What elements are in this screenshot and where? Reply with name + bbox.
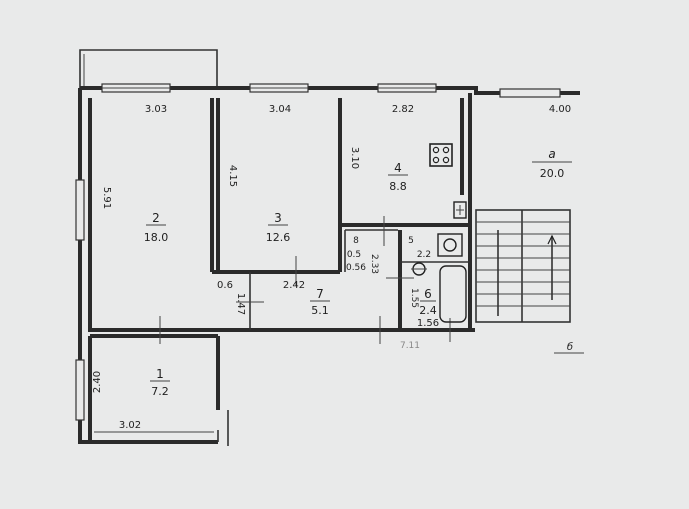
room-2-number: 2 <box>152 211 160 225</box>
dim-toilet-depth: 0.56 <box>346 263 366 273</box>
room-7-number: 7 <box>316 287 324 301</box>
room-6-number: 6 <box>424 287 432 301</box>
windows <box>75 83 561 421</box>
dim-corridor-a: 0.6 <box>217 280 233 291</box>
interior-walls <box>88 98 470 442</box>
dim-bath-width: 1.56 <box>417 318 439 329</box>
dim-room2-width: 3.03 <box>145 104 167 115</box>
room-8-area: 0.5 <box>347 250 361 260</box>
room-4-area: 8.8 <box>389 180 407 193</box>
balcony <box>79 49 218 88</box>
dim-room1-depth: 2.40 <box>92 371 103 393</box>
toilet-icon <box>411 262 427 276</box>
room-2-area: 18.0 <box>144 231 169 244</box>
washbasin-icon <box>437 233 463 257</box>
dim-corridor-c: 1.47 <box>235 293 246 315</box>
dim-room3-width: 3.04 <box>269 104 291 115</box>
room-7-area: 5.1 <box>311 304 329 317</box>
room-1-area: 7.2 <box>151 385 169 398</box>
stair-mark: б <box>567 341 573 353</box>
door-marks <box>159 216 451 344</box>
room-3-number: 3 <box>274 211 282 225</box>
dim-bath-depth: 1.55 <box>409 288 419 308</box>
blurred-mark: 7.11 <box>400 341 420 351</box>
room-6-area: 2.4 <box>419 304 437 317</box>
dim-room1-width: 3.02 <box>119 420 141 431</box>
dim-hall-depth: 2.33 <box>369 254 379 274</box>
staircase <box>475 209 571 323</box>
room-8-number: 8 <box>353 236 359 246</box>
room-1-number: 1 <box>156 367 164 381</box>
sink-icon <box>453 201 467 219</box>
dim-room2-depth: 5.91 <box>101 187 112 209</box>
room-a-number: а <box>548 147 555 161</box>
stove-icon <box>429 143 453 167</box>
dim-room3-depth: 4.15 <box>227 165 238 187</box>
room-5-number: 5 <box>408 236 414 246</box>
dim-corridor-b: 2.42 <box>283 280 305 291</box>
room-4-number: 4 <box>394 161 402 175</box>
bathtub-icon <box>439 265 467 323</box>
dim-rooma-width: 4.00 <box>549 104 571 115</box>
room-3-area: 12.6 <box>266 231 291 244</box>
dim-room4-depth: 3.10 <box>349 147 360 169</box>
room-5-area: 2.2 <box>417 250 431 260</box>
room-a-area: 20.0 <box>540 167 565 180</box>
dim-room4-width: 2.82 <box>392 104 414 115</box>
